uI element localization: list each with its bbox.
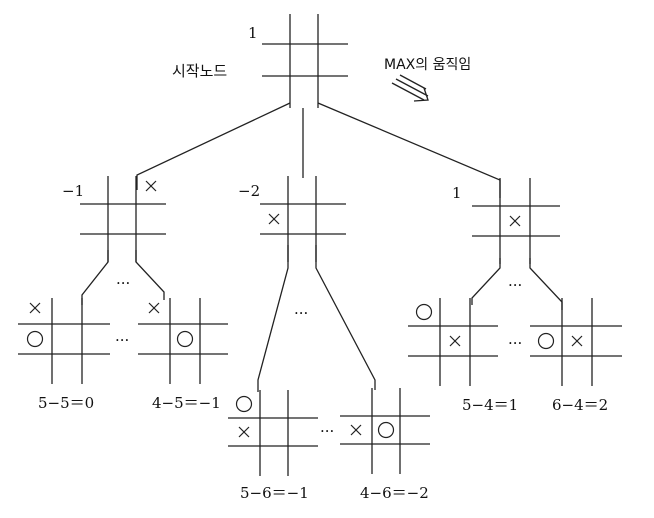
o-mark-icon xyxy=(176,330,194,348)
board-mid-left xyxy=(80,176,166,262)
board-leaf-6 xyxy=(530,298,622,386)
x-mark-icon xyxy=(29,302,41,314)
x-mark-icon xyxy=(509,215,521,227)
ellipsis-center-children: ··· xyxy=(294,304,308,322)
board-root xyxy=(262,14,348,108)
ellipsis-center-leaves: ··· xyxy=(320,422,334,440)
leaf-6-score: 6−4＝2 xyxy=(552,396,608,414)
board-mid-center xyxy=(260,176,346,262)
board-leaf-2 xyxy=(138,298,228,384)
start-node-label: 시작노드 xyxy=(172,62,227,80)
x-mark-icon xyxy=(571,335,583,347)
edge-left-leaf1 xyxy=(81,250,109,305)
root-value: 1 xyxy=(248,24,258,42)
o-mark-icon xyxy=(377,421,395,439)
edge-right-leaf5 xyxy=(471,258,501,305)
leaf-1-score: 5−5＝0 xyxy=(38,394,94,412)
leaf-4-score: 4−6＝−2 xyxy=(360,484,429,502)
o-mark-icon xyxy=(235,395,253,413)
edge-left-leaf2 xyxy=(135,250,165,300)
x-mark-icon xyxy=(145,180,157,192)
o-mark-icon xyxy=(26,330,44,348)
max-move-arrow xyxy=(391,74,429,102)
x-mark-icon xyxy=(148,302,160,314)
max-move-label: MAX의 움직임 xyxy=(384,57,471,73)
edge-center-leaf3 xyxy=(257,245,289,392)
ellipsis-right-children: ··· xyxy=(508,276,522,294)
leaf-3-score: 5−6＝−1 xyxy=(240,484,309,502)
board-mid-right xyxy=(472,178,560,264)
o-mark-icon xyxy=(415,303,433,321)
board-leaf-1 xyxy=(18,298,110,384)
x-mark-icon xyxy=(238,426,250,438)
board-leaf-3 xyxy=(228,390,318,476)
leaf-2-score: 4−5＝−1 xyxy=(152,394,221,412)
x-mark-icon xyxy=(268,213,280,225)
edge-center-leaf4 xyxy=(315,245,376,390)
x-mark-icon xyxy=(350,424,362,436)
mid-right-value: 1 xyxy=(452,184,462,202)
edge-root-left xyxy=(136,102,291,190)
mid-left-value: −1 xyxy=(62,182,84,200)
ellipsis-left-children: ··· xyxy=(116,274,130,292)
o-mark-icon xyxy=(537,332,555,350)
edge-root-right xyxy=(317,102,501,198)
board-leaf-4 xyxy=(340,388,430,474)
board-leaf-5 xyxy=(408,298,498,386)
tree-edges xyxy=(81,102,563,392)
mid-center-value: −2 xyxy=(238,182,260,200)
ellipsis-left-leaves: ··· xyxy=(115,331,129,349)
edge-right-leaf6 xyxy=(529,258,563,310)
ellipsis-right-leaves: ··· xyxy=(508,334,522,352)
x-mark-icon xyxy=(449,335,461,347)
leaf-5-score: 5−4＝1 xyxy=(462,396,518,414)
